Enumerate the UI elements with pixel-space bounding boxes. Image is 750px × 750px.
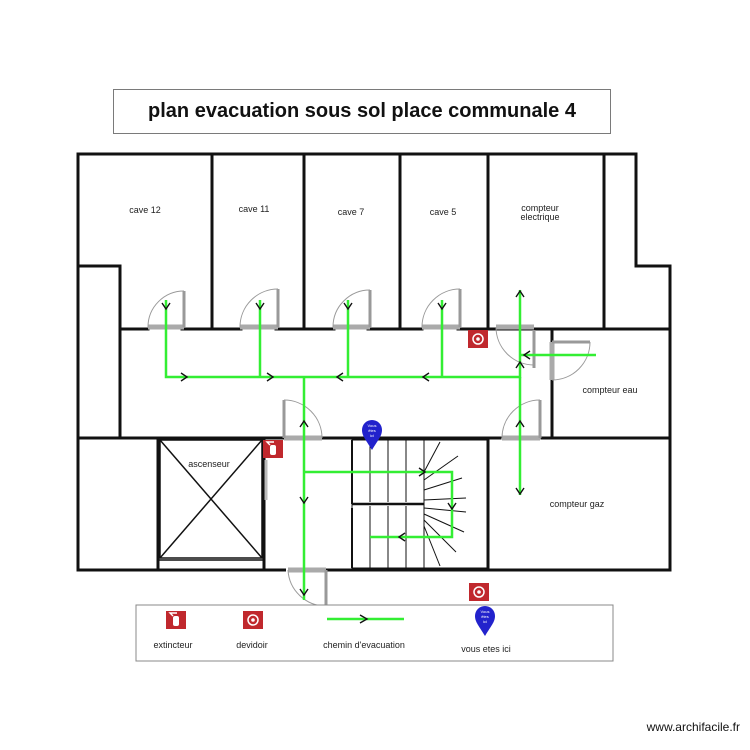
elevator-shaft bbox=[159, 439, 263, 559]
legend-label-chemin: chemin d'evacuation bbox=[323, 640, 405, 650]
you-are-here-marker: Vous êtes ici bbox=[362, 420, 382, 450]
door-compteur-electrique bbox=[495, 324, 536, 368]
door-cave-7 bbox=[332, 289, 372, 330]
room-label-cave-7: cave 7 bbox=[338, 207, 365, 217]
room-label-compteur-gaz: compteur gaz bbox=[550, 499, 605, 509]
svg-text:Vous: Vous bbox=[368, 423, 377, 428]
legend-label-devidoir: devidoir bbox=[236, 640, 268, 650]
svg-text:êtes: êtes bbox=[368, 428, 376, 433]
room-label-compteur-electrique-1: compteur bbox=[521, 203, 559, 213]
room-label-cave-5: cave 5 bbox=[430, 207, 457, 217]
devidoir-icon bbox=[467, 329, 489, 349]
evacuation-path bbox=[164, 290, 596, 600]
room-label-compteur-eau: compteur eau bbox=[582, 385, 637, 395]
devidoir-icon-exit bbox=[468, 582, 490, 602]
walls bbox=[76, 152, 672, 572]
plan-title: plan evacuation sous sol place communale… bbox=[113, 89, 611, 134]
legend-label-extincteur: extincteur bbox=[153, 640, 192, 650]
svg-text:ici: ici bbox=[370, 433, 374, 438]
door-compteur-eau bbox=[549, 340, 591, 381]
room-label-cave-11: cave 11 bbox=[239, 204, 270, 214]
staircase bbox=[351, 439, 489, 569]
room-label-cave-12: cave 12 bbox=[129, 205, 161, 215]
svg-text:ici: ici bbox=[483, 619, 487, 624]
path-arrows bbox=[161, 289, 531, 597]
footer-credit: www.archifacile.fr bbox=[646, 720, 740, 734]
legend: Vous êtes ici extincteur devidoir chemin… bbox=[135, 604, 614, 662]
room-label-ascenseur: ascenseur bbox=[188, 459, 230, 469]
room-label-compteur-electrique-2: electrique bbox=[520, 212, 559, 222]
extincteur-icon bbox=[262, 439, 284, 459]
legend-path-arrow bbox=[359, 614, 369, 624]
legend-extincteur-icon bbox=[165, 610, 187, 630]
door-exit bbox=[287, 567, 328, 607]
legend-devidoir-icon bbox=[242, 610, 264, 630]
legend-label-vous-etes-ici: vous etes ici bbox=[461, 644, 511, 654]
svg-text:Vous: Vous bbox=[481, 609, 490, 614]
svg-text:êtes: êtes bbox=[481, 614, 489, 619]
legend-marker-icon: Vous êtes ici bbox=[475, 606, 495, 636]
